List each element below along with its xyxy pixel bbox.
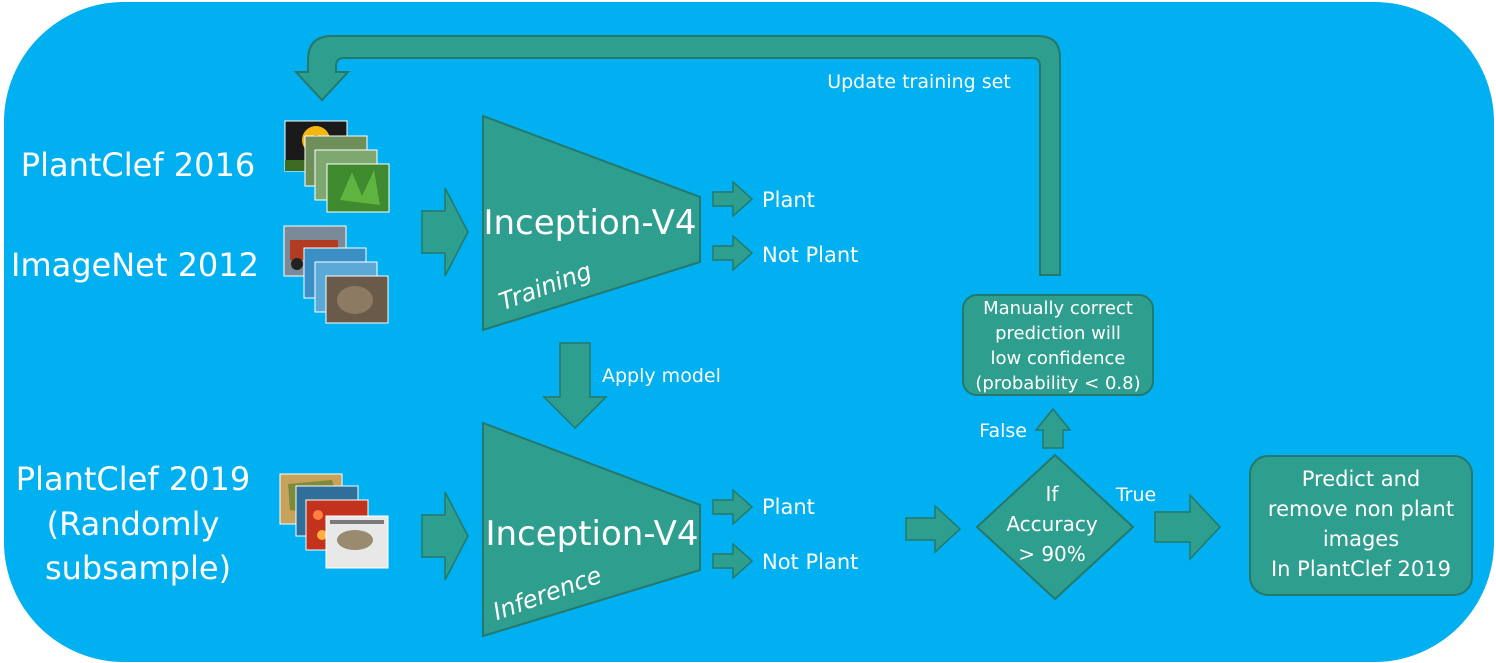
final-step-line-2: remove non plant: [1268, 497, 1454, 521]
imagenet-2012-label: ImageNet 2012: [11, 246, 259, 284]
manual-correction-box: [962, 294, 1154, 396]
to-decision-arrow: [905, 504, 962, 554]
inference-model-label: Inception-V4: [485, 514, 698, 554]
final-step-line-1: Predict and: [1302, 467, 1421, 491]
final-step-line-3: images: [1323, 527, 1399, 551]
inference-plant-arrow: [712, 488, 754, 526]
plantclef-2016-image-stack: [284, 120, 390, 213]
training-plant-label: Plant: [762, 188, 815, 212]
final-step-line-4: In PlantClef 2019: [1271, 557, 1451, 581]
update-training-label: Update training set: [827, 71, 1011, 93]
plantclef-2019-label-3: subsample): [45, 549, 231, 587]
manual-correction-line-3: low confidence: [991, 348, 1126, 369]
imagenet-2012-image-stack: [283, 225, 389, 324]
true-arrow: [1154, 493, 1222, 561]
inference-input-arrow: [421, 491, 469, 581]
decision-line-2: Accuracy: [1006, 512, 1097, 536]
plantclef-2019-label-2: (Randomly: [47, 505, 220, 543]
inference-plant-label: Plant: [762, 495, 815, 519]
decision-line-3: > 90%: [1018, 542, 1086, 566]
training-model-shape: [482, 114, 701, 332]
training-not-plant-arrow: [712, 234, 754, 272]
training-not-plant-label: Not Plant: [762, 243, 858, 267]
accuracy-decision-diamond: [975, 453, 1135, 601]
inference-not-plant-arrow: [712, 542, 754, 580]
decision-line-1: If: [1046, 482, 1060, 506]
manual-correction-line-2: prediction will: [995, 323, 1121, 344]
false-label: False: [979, 420, 1027, 442]
training-plant-arrow: [712, 180, 754, 218]
apply-model-label: Apply model: [602, 365, 721, 387]
plantclef-2019-image-stack: [279, 473, 389, 569]
manual-correction-line-1: Manually correct: [983, 298, 1133, 319]
apply-model-arrow: [542, 342, 608, 430]
training-input-arrow: [421, 187, 469, 277]
plantclef-2016-label: PlantClef 2016: [21, 146, 255, 184]
final-step-box: [1249, 455, 1473, 596]
loop-arrow-shape: [293, 35, 1061, 276]
inference-model-shape: [482, 421, 701, 638]
inference-not-plant-label: Not Plant: [762, 550, 858, 574]
false-arrow: [1034, 407, 1072, 449]
plantclef-2019-label: PlantClef 2019: [16, 460, 250, 498]
true-label: True: [1115, 484, 1156, 506]
manual-correction-line-4: (probability < 0.8): [975, 373, 1140, 394]
training-model-label: Inception-V4: [483, 203, 696, 243]
